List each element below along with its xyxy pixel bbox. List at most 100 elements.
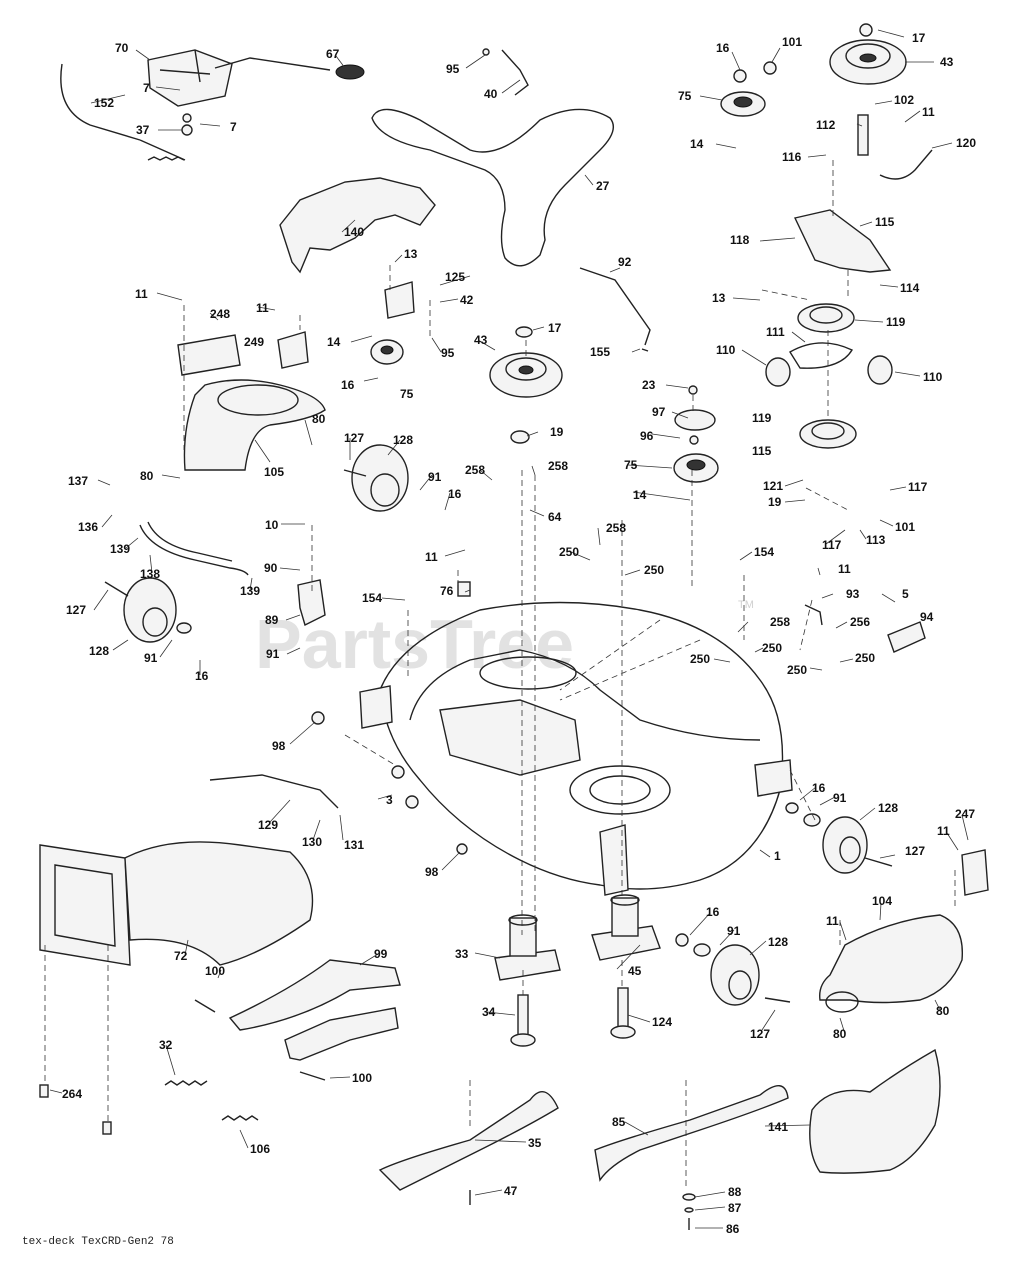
callout-121: 121 bbox=[763, 479, 783, 493]
callout-152: 152 bbox=[94, 96, 114, 110]
spindle-shaft-124 bbox=[610, 987, 636, 1039]
gear-110-right bbox=[867, 355, 893, 385]
callout-247: 247 bbox=[955, 807, 975, 821]
gearbox-bracket-118 bbox=[793, 114, 933, 273]
callout-104: 104 bbox=[872, 894, 892, 908]
callout-120: 120 bbox=[956, 136, 976, 150]
callout-128: 128 bbox=[878, 801, 898, 815]
callout-139: 139 bbox=[240, 584, 260, 598]
callout-155: 155 bbox=[590, 345, 610, 359]
callout-91: 91 bbox=[428, 470, 442, 484]
callout-258: 258 bbox=[606, 521, 626, 535]
cable-264 bbox=[44, 945, 109, 1125]
callout-130: 130 bbox=[302, 835, 322, 849]
belt-27 bbox=[371, 108, 614, 267]
callout-128: 128 bbox=[768, 935, 788, 949]
callout-13: 13 bbox=[712, 291, 726, 305]
hose-138 bbox=[139, 524, 249, 576]
callout-64: 64 bbox=[548, 510, 562, 524]
callout-112: 112 bbox=[816, 118, 836, 132]
callout-124: 124 bbox=[652, 1015, 672, 1029]
callout-129: 129 bbox=[258, 818, 278, 832]
spindle-housing-33 bbox=[494, 914, 561, 981]
clip-3 bbox=[391, 765, 405, 779]
bolt-98-lower bbox=[456, 843, 468, 855]
idler-pulley-75-right bbox=[673, 385, 719, 483]
bolt-100-lower bbox=[299, 1071, 326, 1081]
callout-101: 101 bbox=[782, 35, 802, 49]
callout-75: 75 bbox=[678, 89, 692, 103]
callout-19: 19 bbox=[550, 425, 564, 439]
bracket-247 bbox=[961, 849, 989, 896]
lift-bracket-assembly bbox=[60, 49, 365, 161]
callout-118: 118 bbox=[730, 233, 750, 247]
callout-110: 110 bbox=[923, 370, 943, 384]
callout-11: 11 bbox=[826, 914, 839, 928]
spring-106 bbox=[221, 1115, 259, 1121]
callout-250: 250 bbox=[559, 545, 579, 559]
callout-91: 91 bbox=[727, 924, 741, 938]
callout-105: 105 bbox=[264, 465, 284, 479]
mower-deck-housing-1 bbox=[359, 601, 793, 896]
callout-87: 87 bbox=[728, 1201, 742, 1215]
callout-80: 80 bbox=[936, 1004, 950, 1018]
callout-250: 250 bbox=[690, 652, 710, 666]
callout-47: 47 bbox=[504, 1184, 518, 1198]
deck-bracket-76 bbox=[457, 581, 471, 597]
callout-97: 97 bbox=[652, 405, 666, 419]
callout-102: 102 bbox=[894, 93, 914, 107]
callout-96: 96 bbox=[640, 429, 654, 443]
o-ring-111 bbox=[789, 342, 853, 369]
gauge-wheel-128-bottom bbox=[675, 933, 791, 1006]
callout-101: 101 bbox=[895, 520, 915, 534]
rod-40 bbox=[482, 48, 529, 96]
callout-17: 17 bbox=[912, 31, 926, 45]
callout-80: 80 bbox=[312, 412, 326, 426]
callout-45: 45 bbox=[628, 964, 642, 978]
washer-87 bbox=[684, 1207, 694, 1213]
callout-125: 125 bbox=[445, 270, 465, 284]
bolt-98-upper bbox=[311, 711, 325, 725]
callout-67: 67 bbox=[326, 47, 340, 61]
callout-37: 37 bbox=[136, 123, 150, 137]
callout-13: 13 bbox=[404, 247, 418, 261]
callout-128: 128 bbox=[393, 433, 413, 447]
cable-end-264-left bbox=[39, 1084, 49, 1098]
callout-11: 11 bbox=[922, 105, 935, 119]
cable-end-264-right bbox=[102, 1121, 112, 1135]
callout-119: 119 bbox=[886, 315, 906, 329]
callout-90: 90 bbox=[264, 561, 278, 575]
callout-250: 250 bbox=[644, 563, 664, 577]
callout-100: 100 bbox=[205, 964, 225, 978]
callout-5: 5 bbox=[902, 587, 909, 601]
bolt-100-upper bbox=[194, 999, 216, 1013]
callout-85: 85 bbox=[612, 1115, 626, 1129]
pulley-cover-104 bbox=[819, 914, 964, 1013]
callout-258: 258 bbox=[770, 615, 790, 629]
callout-70: 70 bbox=[115, 41, 129, 55]
callout-14: 14 bbox=[633, 488, 647, 502]
callout-127: 127 bbox=[66, 603, 86, 617]
rod-129 bbox=[209, 774, 339, 809]
callout-11: 11 bbox=[838, 562, 851, 576]
gear-110-left bbox=[765, 357, 791, 387]
callout-258: 258 bbox=[465, 463, 485, 477]
spindle-shaft-34 bbox=[510, 994, 536, 1047]
callout-7: 7 bbox=[230, 120, 237, 134]
callout-117: 117 bbox=[908, 480, 928, 494]
blade-35 bbox=[378, 1091, 559, 1191]
callout-139: 139 bbox=[110, 542, 130, 556]
blade-85 bbox=[594, 1085, 789, 1182]
callout-250: 250 bbox=[762, 641, 782, 655]
watermark-trademark: TM bbox=[738, 599, 754, 611]
gauge-wheel-128-right bbox=[785, 802, 893, 874]
callout-99: 99 bbox=[374, 947, 388, 961]
callout-141: 141 bbox=[768, 1120, 788, 1134]
callout-1: 1 bbox=[774, 849, 781, 863]
callout-119: 119 bbox=[752, 411, 772, 425]
callout-11: 11 bbox=[425, 550, 438, 564]
callout-248: 248 bbox=[210, 307, 230, 321]
callout-258: 258 bbox=[548, 459, 568, 473]
callout-42: 42 bbox=[460, 293, 474, 307]
discharge-chute-72 bbox=[39, 841, 314, 966]
